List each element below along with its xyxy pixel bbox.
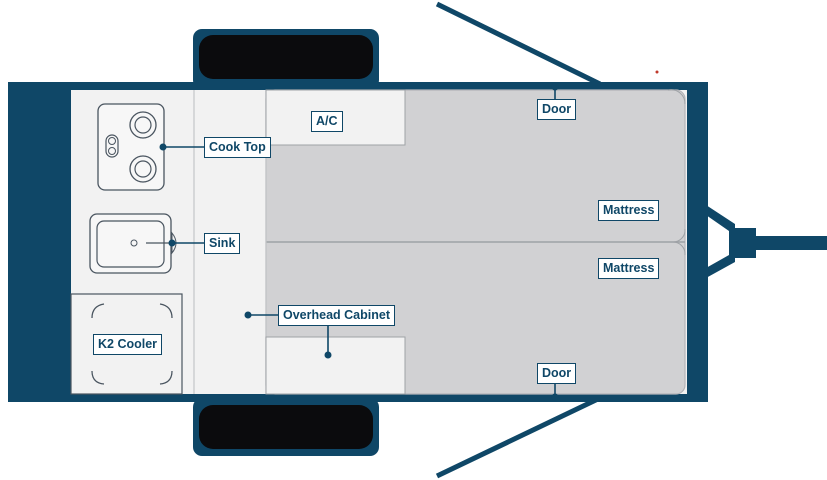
- wheel-bottom: [193, 398, 379, 456]
- door-top-label: Door: [537, 99, 577, 120]
- ac-label: A/C: [311, 111, 343, 132]
- callout-leaders: [159, 83, 559, 401]
- wheel-top: [193, 29, 379, 89]
- sink: [89, 213, 177, 274]
- mattress-upper-label: Mattress: [598, 200, 660, 221]
- door-panel-top: [435, 1, 602, 87]
- sink-label: Sink: [204, 233, 241, 254]
- mattress-lower-label: Mattress: [598, 258, 660, 279]
- k2-cooler-label: K2 Cooler: [93, 334, 163, 355]
- overhead-cabinet-box: [265, 336, 406, 395]
- door-panel-bottom: [435, 395, 602, 479]
- cook-top: [97, 103, 165, 191]
- cook-top-label: Cook Top: [204, 137, 271, 158]
- overhead-cabinet-label: Overhead Cabinet: [278, 305, 395, 326]
- door-bottom-label: Door: [537, 363, 577, 384]
- hitch-tongue: [706, 205, 827, 278]
